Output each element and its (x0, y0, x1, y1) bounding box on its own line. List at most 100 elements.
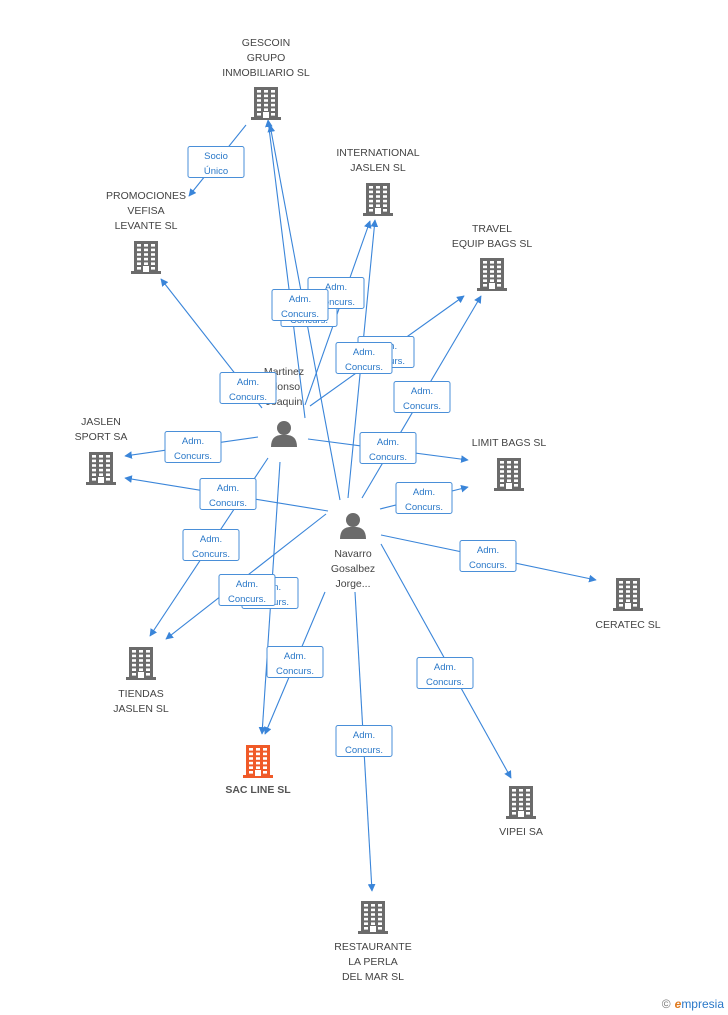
edge-martinez-to-gescoin (265, 119, 306, 419)
edge-label-text: Concurs. (369, 452, 407, 463)
node-jaslen_sport[interactable]: JASLEN SPORT SA (75, 416, 128, 485)
edge-label-box (199, 478, 257, 510)
node-label-line: GRUPO (247, 52, 286, 64)
node-restaurante[interactable]: RESTAURANTE LA PERLA DEL MAR SL (334, 901, 412, 983)
node-label-line: DEL MAR SL (342, 971, 404, 983)
node-tiendas[interactable]: TIENDAS JASLEN SL (113, 647, 169, 715)
building-icon (243, 745, 273, 778)
edge-label-text: Único (204, 166, 228, 177)
edge-label-box (395, 482, 453, 514)
edge-label-text: Adm. (284, 651, 306, 662)
edge-label-martinez-to-limit_bags[interactable]: Adm. Concurs. (359, 432, 417, 464)
edge-label-box (459, 540, 517, 572)
node-label-line: JASLEN SL (113, 703, 169, 715)
edge-label-text: Adm. (236, 579, 258, 590)
edge-label-navarro-to-restaurante[interactable]: Adm. Concurs. (335, 725, 393, 757)
node-navarro[interactable]: NavarroGosalbezJorge... (331, 513, 375, 590)
edge-label-navarro-to-international[interactable]: Adm.Concurs. (335, 342, 393, 374)
edge-label-navarro-to-tiendas[interactable]: Adm.Concurs. (218, 574, 276, 606)
edge-label-text: Concurs. (192, 549, 230, 560)
brand-name: mpresia (681, 997, 724, 1011)
edge-label-text: Concurs. (403, 401, 441, 412)
node-label-line: EQUIP BAGS SL (452, 238, 532, 250)
edge-label-text: Concurs. (469, 560, 507, 571)
person-icon (340, 513, 366, 539)
building-icon (131, 241, 161, 274)
edge-label-text: Adm. (413, 487, 435, 498)
node-label-line: Gosalbez (331, 563, 375, 575)
edge-label-box (182, 529, 240, 561)
edge-label-box (335, 342, 393, 374)
node-ceratec[interactable]: CERATEC SL (595, 578, 661, 631)
empresia-credit[interactable]: ©empresia (662, 997, 724, 1011)
edge-label-martinez-to-promociones[interactable]: Adm.Concurs. (219, 372, 277, 404)
nodes-layer: GESCOIN GRUPO INMOBILIARIO SL PROMOCIONES VE… (75, 37, 661, 983)
edge-label-navarro-to-limit_bags[interactable]: Adm.Concurs. (395, 482, 453, 514)
edge-label-navarro-to-ceratec[interactable]: Adm. Concurs. (459, 540, 517, 572)
edge-label-navarro-to-vipei[interactable]: Adm.Concurs. (416, 657, 474, 689)
node-label-line: Navarro (334, 548, 372, 560)
edge-label-navarro-to-jaslen_sport[interactable]: Adm.Concurs. (199, 478, 257, 510)
edge-label-box (335, 725, 393, 757)
node-label-line: SPORT SA (75, 431, 128, 443)
node-label-line: Jorge... (335, 578, 370, 590)
building-icon (358, 901, 388, 934)
brand-initial: e (674, 997, 682, 1011)
node-label-line: JASLEN (81, 416, 121, 428)
node-label-line: TRAVEL (472, 223, 512, 235)
edge-label-text: Concurs. (174, 451, 212, 462)
node-vipei[interactable]: VIPEI SA (499, 786, 543, 838)
node-label-line: INMOBILIARIO SL (222, 67, 310, 79)
edge-label-martinez-to-tiendas[interactable]: Adm. Concurs. (182, 529, 240, 561)
edge-label-text: Adm. (353, 730, 375, 741)
node-label-line: SAC LINE SL (225, 784, 291, 796)
node-gescoin[interactable]: GESCOIN GRUPO INMOBILIARIO SL (222, 37, 310, 120)
edge-label-navarro-to-sac_line[interactable]: Adm. Concurs. (266, 646, 324, 678)
node-label-line: LA PERLA (348, 956, 398, 968)
node-label-line: RESTAURANTE (334, 941, 411, 953)
edge-label-box (359, 432, 417, 464)
edge-label-box (416, 657, 474, 689)
edge-label-box (393, 381, 451, 413)
edge-label-text: Concurs. (345, 745, 383, 756)
edge-label-text: Adm. (477, 545, 499, 556)
edge-label-navarro-to-travel[interactable]: Adm. Concurs. (393, 381, 451, 413)
edge-label-text: Adm. (411, 386, 433, 397)
edge-label-text: Concurs. (281, 309, 319, 320)
node-label-line: PROMOCIONES (106, 190, 186, 202)
building-icon (613, 578, 643, 611)
edge-label-box (218, 574, 276, 606)
edge-label-text: Adm. (237, 377, 259, 388)
node-label-line: LIMIT BAGS SL (472, 437, 547, 449)
node-label-line: VEFISA (127, 205, 164, 217)
node-label-line: TIENDAS (118, 688, 164, 700)
node-limit_bags[interactable]: LIMIT BAGS SL (472, 437, 547, 491)
edge-label-text: Concurs. (276, 666, 314, 677)
building-icon (477, 258, 507, 291)
edge-label-box (219, 372, 277, 404)
building-icon (494, 458, 524, 491)
edge-label-box (271, 289, 329, 321)
building-icon (506, 786, 536, 819)
edge-label-box (164, 431, 222, 463)
edge-label-text: Adm. (200, 534, 222, 545)
edge-label-text: Concurs. (426, 677, 464, 688)
edge-label-text: Concurs. (317, 297, 355, 308)
edge-label-text: Adm. (289, 294, 311, 305)
edge-label-text: Socio (204, 151, 228, 162)
building-icon (363, 183, 393, 216)
node-label-line: CERATEC SL (595, 619, 660, 631)
edges-layer (124, 119, 597, 892)
edge-label-navarro-to-gescoin[interactable]: Adm. Concurs. (271, 289, 329, 321)
node-label-line: GESCOIN (242, 37, 290, 49)
node-travel[interactable]: TRAVEL EQUIP BAGS SL (452, 223, 532, 291)
node-sac_line[interactable]: SAC LINE SL (225, 745, 291, 796)
edge-label-text: Concurs. (345, 362, 383, 373)
edge-label-martinez-to-jaslen_sport[interactable]: Adm.Concurs. (164, 431, 222, 463)
edge-label-text: Adm. (377, 437, 399, 448)
